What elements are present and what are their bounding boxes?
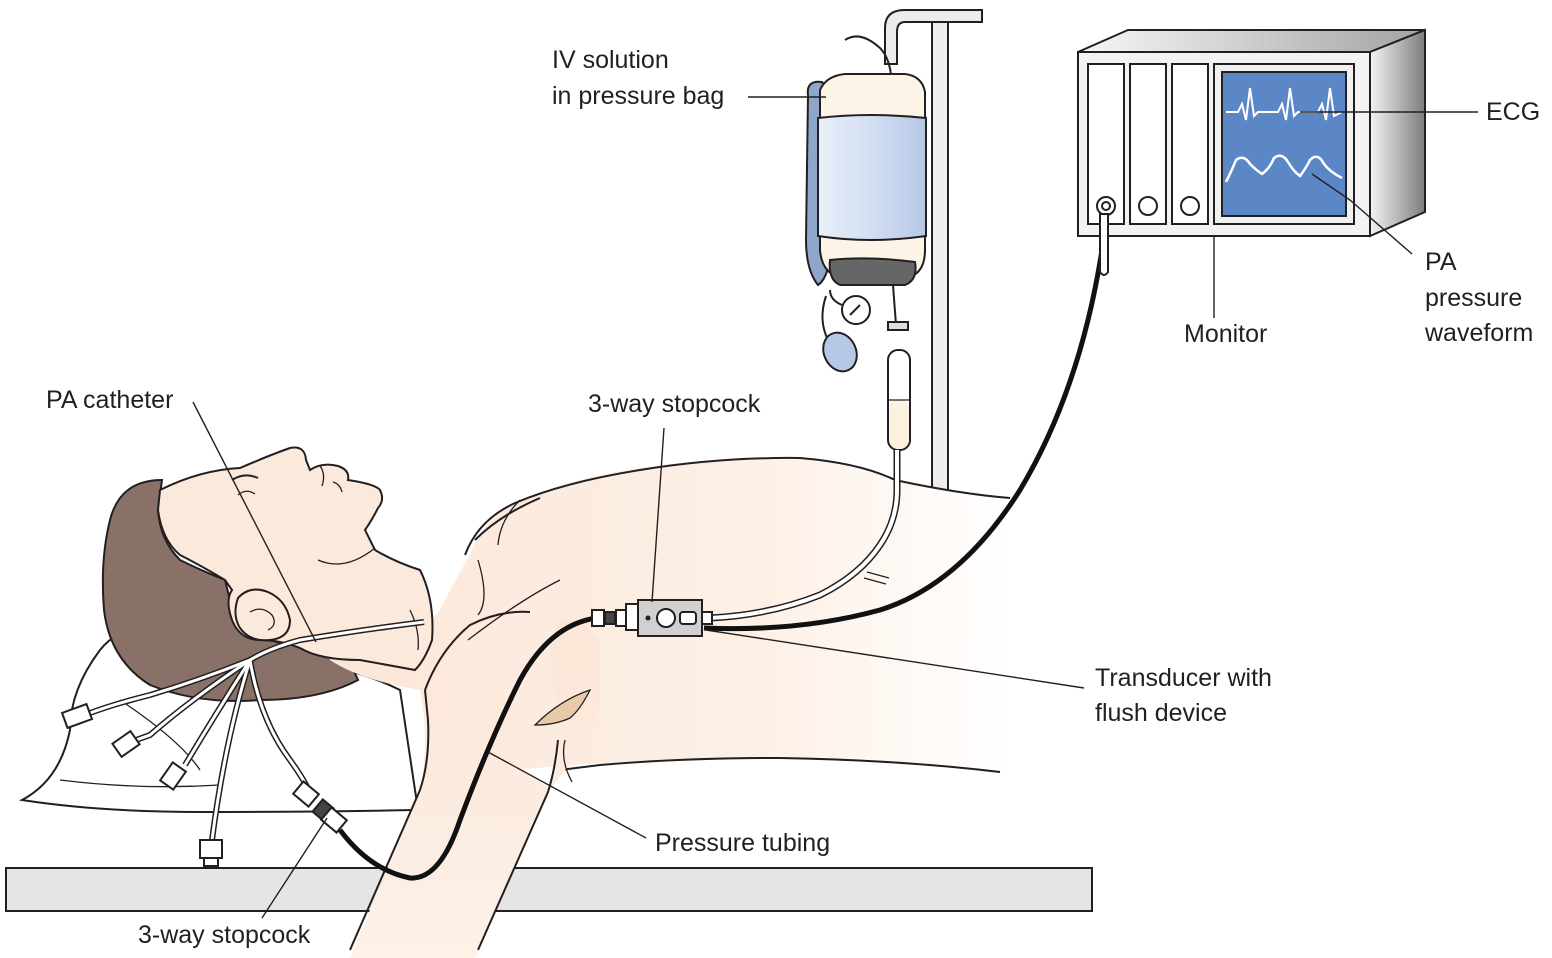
monitor-modules <box>1087 63 1209 225</box>
label-stopcock-bottom: 3-way stopcock <box>138 921 311 949</box>
monitor <box>1077 28 1426 276</box>
label-iv-bag-line1: IV solution <box>552 46 669 74</box>
labels: IV solution in pressure bag ECG PA press… <box>46 46 1540 949</box>
label-pa-waveform-line2: pressure <box>1425 284 1522 312</box>
iv-pressure-bag <box>804 35 927 451</box>
leader-lines <box>192 96 1478 919</box>
pressure-tubing <box>338 221 1107 881</box>
label-pa-catheter: PA catheter <box>46 386 173 414</box>
label-pa-waveform-line1: PA <box>1425 248 1457 276</box>
label-ecg: ECG <box>1486 98 1540 126</box>
iv-tubing <box>709 450 901 622</box>
label-pressure-tubing: Pressure tubing <box>655 829 830 857</box>
label-iv-bag-line2: in pressure bag <box>552 82 724 110</box>
iv-pole <box>884 9 983 501</box>
bed-table <box>5 867 1093 912</box>
pa-catheter-lines <box>60 619 425 867</box>
bottom-stopcock <box>291 780 349 834</box>
label-transducer-line2: flush device <box>1095 699 1227 727</box>
label-stopcock-top: 3-way stopcock <box>588 390 761 418</box>
label-transducer-line1: Transducer with <box>1095 664 1272 692</box>
label-monitor: Monitor <box>1184 320 1267 348</box>
label-pa-waveform-line3: waveform <box>1424 319 1533 347</box>
patient-head <box>156 446 434 672</box>
transducer-with-flush-device <box>591 599 713 637</box>
